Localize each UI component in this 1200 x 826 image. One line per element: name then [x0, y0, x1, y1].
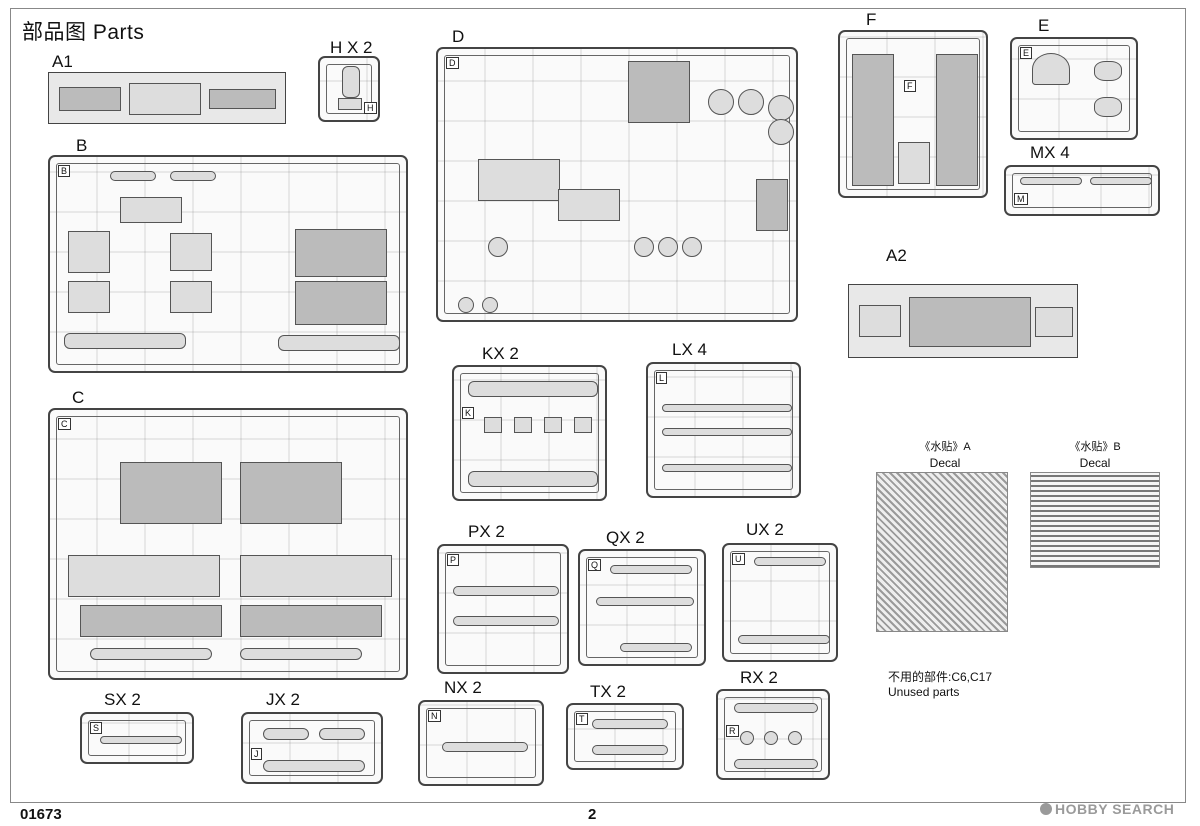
sprue-u: U	[722, 543, 838, 662]
decal-sheet-b	[1030, 472, 1160, 568]
decal-a-subtitle: Decal	[929, 456, 961, 470]
sprue-letter-r: R	[726, 725, 739, 737]
sprue-letter-s: S	[90, 722, 103, 734]
unused-parts-note: 不用的部件:C6,C17 Unused parts	[888, 670, 992, 700]
sprue-letter-n: N	[428, 710, 441, 722]
sprue-k: K	[452, 365, 607, 501]
hobby-search-logo-icon	[1040, 803, 1052, 815]
sprue-letter-t: T	[576, 713, 588, 725]
unused-parts-line1: 不用的部件:C6,C17	[888, 670, 993, 684]
sprue-c: C	[48, 408, 408, 680]
sprue-letter-u: U	[732, 553, 745, 565]
decal-b-heading: 《水贴》B Decal	[1030, 438, 1160, 470]
label-a2: A2	[886, 246, 907, 265]
watermark: HOBBY SEARCH	[1040, 801, 1174, 817]
sprue-r: R	[716, 689, 830, 780]
decal-sheet-a	[876, 472, 1008, 632]
label-jx: JX 2	[266, 690, 301, 709]
sprue-letter-l: L	[656, 372, 668, 384]
sprue-p: P	[437, 544, 569, 674]
sprue-letter-m: M	[1014, 193, 1028, 205]
sprue-letter-f: F	[904, 80, 916, 92]
label-lx: LX 4	[672, 340, 707, 359]
sprue-letter-e: E	[1020, 47, 1033, 59]
decal-b-subtitle: Decal	[1079, 456, 1111, 470]
label-tx: TX 2	[590, 682, 626, 701]
sprue-t: T	[566, 703, 684, 770]
label-kx: KX 2	[482, 344, 519, 363]
label-d: D	[452, 27, 465, 46]
label-sx: SX 2	[104, 690, 141, 709]
decal-a-heading: 《水贴》A Decal	[880, 438, 1010, 470]
label-a1: A1	[52, 52, 73, 71]
sprue-letter-d: D	[446, 57, 459, 69]
sprue-l: L	[646, 362, 801, 498]
sprue-h: H	[318, 56, 380, 122]
label-ux: UX 2	[746, 520, 784, 539]
part-a1-fuselage	[48, 72, 286, 124]
sprue-letter-h: H	[364, 102, 377, 114]
label-b: B	[76, 136, 88, 155]
sprue-letter-p: P	[447, 554, 460, 566]
decal-a-title: 《水贴》A	[919, 441, 971, 453]
decal-b-title: 《水贴》B	[1069, 441, 1121, 453]
label-h: H X 2	[330, 38, 373, 57]
page-border	[10, 8, 1186, 803]
page-title: 部品图 Parts	[22, 21, 145, 44]
label-px: PX 2	[468, 522, 505, 541]
label-mx: MX 4	[1030, 143, 1070, 162]
sprue-letter-c: C	[58, 418, 71, 430]
unused-parts-line2: Unused parts	[888, 685, 960, 699]
sprue-e: E	[1010, 37, 1138, 140]
watermark-text: HOBBY SEARCH	[1055, 801, 1175, 817]
part-a2-lower-fuselage	[848, 284, 1078, 358]
label-qx: QX 2	[606, 528, 645, 547]
sprue-j: J	[241, 712, 383, 784]
sprue-f: F	[838, 30, 988, 198]
sprue-letter-k: K	[462, 407, 475, 419]
sprue-letter-b: B	[58, 165, 71, 177]
label-e: E	[1038, 16, 1050, 35]
sprue-m: M	[1004, 165, 1160, 216]
sprue-b: B	[48, 155, 408, 373]
label-f: F	[866, 10, 877, 29]
page-number: 2	[588, 806, 597, 823]
product-code: 01673	[20, 806, 62, 823]
sprue-s: S	[80, 712, 194, 764]
label-nx: NX 2	[444, 678, 482, 697]
sprue-d: D	[436, 47, 798, 322]
sprue-q: Q	[578, 549, 706, 666]
sprue-n: N	[418, 700, 544, 786]
label-rx: RX 2	[740, 668, 778, 687]
sprue-letter-q: Q	[588, 559, 602, 571]
sprue-letter-j: J	[251, 748, 262, 760]
label-c: C	[72, 388, 85, 407]
